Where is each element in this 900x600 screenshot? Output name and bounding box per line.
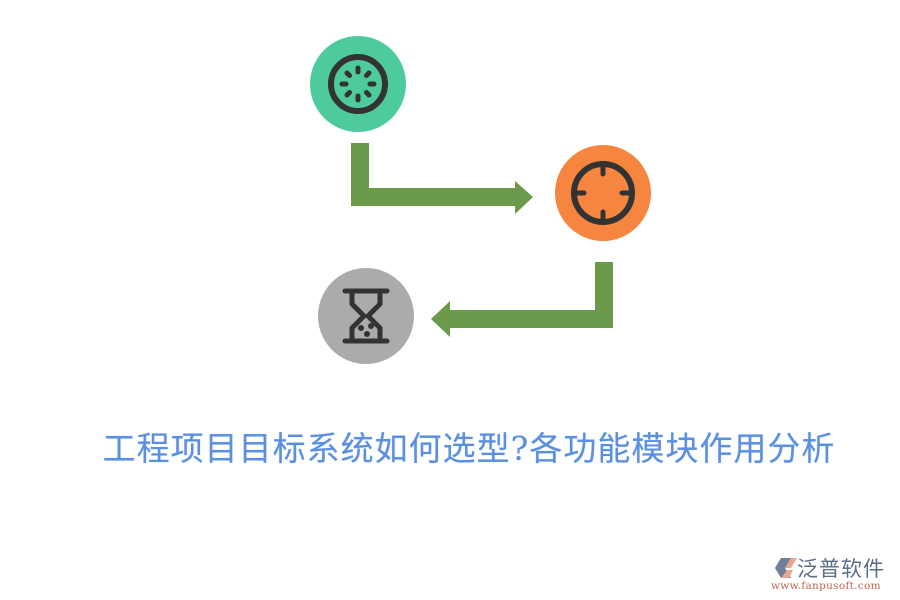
arrow-target-to-wait <box>431 262 613 337</box>
arrow-start-to-target <box>351 143 533 214</box>
node-target <box>555 145 651 241</box>
logo-mark-icon <box>775 558 797 578</box>
logo-name: 泛普软件 <box>797 557 885 581</box>
crosshair-target-icon <box>571 161 635 225</box>
diagram-title: 工程项目目标系统如何选型?各功能模块作用分析 <box>102 429 836 468</box>
brand-logo: 泛普软件 www.fanpusoft.com <box>765 553 895 597</box>
node-wait <box>318 268 414 364</box>
node-start <box>310 36 406 132</box>
hourglass-icon <box>342 288 390 344</box>
logo-url: www.fanpusoft.com <box>771 580 881 592</box>
loading-spinner-icon <box>328 54 388 114</box>
